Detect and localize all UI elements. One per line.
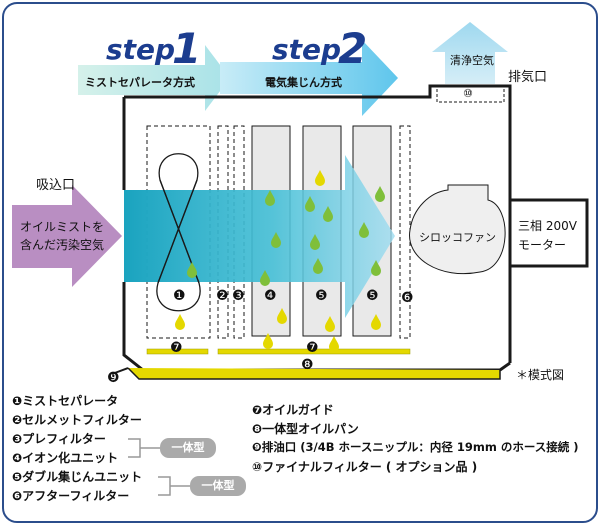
legend-item-6: ❻アフターフィルター xyxy=(12,487,129,504)
legend-marker: ❷ xyxy=(12,413,23,427)
marker-4: ❹ xyxy=(264,288,277,304)
clean-air-label: 清浄空気 xyxy=(450,54,494,67)
marker-7a: ❼ xyxy=(170,340,183,356)
legend-text: ダブル集じんユニット xyxy=(22,470,143,484)
marker-5a: ❺ xyxy=(315,288,328,304)
legend-text: イオン化ユニット xyxy=(22,451,119,465)
step1-number: 1 xyxy=(172,24,202,73)
legend-text: アフターフィルター xyxy=(22,489,130,503)
legend-marker: ⑩ xyxy=(252,460,263,474)
marker-10: ⑩ xyxy=(463,87,473,100)
legend-marker: ❹ xyxy=(12,451,23,465)
step1-method: ミストセパレータ方式 xyxy=(85,76,195,89)
legend-text: 一体型オイルパン xyxy=(262,422,359,436)
fan-label: シロッコファン xyxy=(419,231,496,244)
marker-1: ❶ xyxy=(173,288,186,304)
schematic-note: ＊模式図 xyxy=(516,368,565,382)
step2-number: 2 xyxy=(338,24,368,73)
legend-item-7: ❼オイルガイド xyxy=(252,401,334,418)
marker-5b: ❺ xyxy=(366,288,379,304)
inlet-arrow xyxy=(12,185,122,287)
legend-text: ファイナルフィルター ( オプション品 ) xyxy=(262,460,478,474)
marker-9: ❾ xyxy=(107,370,120,386)
oil-guide-2 xyxy=(217,348,411,355)
marker-3: ❸ xyxy=(232,288,245,304)
legend-item-1: ❶ミストセパレータ xyxy=(12,392,118,409)
marker-2: ❷ xyxy=(216,288,229,304)
oil-drop-icon xyxy=(175,170,385,352)
inlet-air-line1: オイルミストを xyxy=(20,220,105,234)
housing-corner xyxy=(499,361,511,372)
clean-air-arrow xyxy=(432,22,508,84)
legend-text: セルメットフィルター xyxy=(22,413,142,427)
legend-marker: ❶ xyxy=(12,394,23,408)
motor-box xyxy=(508,198,589,268)
group-badge-1: 一体型 xyxy=(160,438,216,458)
legend-marker: ❻ xyxy=(12,489,23,503)
legend-marker: ❾ xyxy=(252,440,262,454)
final-filter-box xyxy=(436,85,505,103)
drain-pipe xyxy=(111,367,129,375)
legend-text: ミストセパレータ xyxy=(22,394,119,408)
marker-8: ❽ xyxy=(301,357,314,373)
legend-item-10: ⑩ファイナルフィルター ( オプション品 ) xyxy=(252,458,477,475)
legend-marker: ❸ xyxy=(12,432,23,446)
legend-text: プレフィルター xyxy=(22,432,106,446)
marker-7b: ❼ xyxy=(306,340,319,356)
legend-marker: ❼ xyxy=(252,403,263,417)
motor-label-line2: モーター xyxy=(518,238,567,252)
step1-word: step xyxy=(106,33,176,66)
after-filter xyxy=(399,125,411,339)
legend-item-5: ❺ダブル集じんユニット xyxy=(12,468,142,485)
oil-pan xyxy=(127,367,501,380)
legend-item-9: ❾排油口 (3/4B ホースニップル：内径 19mm のホース接続 ) xyxy=(252,439,579,455)
step1-arrow xyxy=(78,45,230,111)
legend-text: 排油口 (3/4B ホースニップル：内径 19mm のホース接続 ) xyxy=(261,440,579,454)
legend-item-2: ❷セルメットフィルター xyxy=(12,411,142,428)
step2-method: 電気集じん方式 xyxy=(265,76,342,89)
legend-text: オイルガイド xyxy=(262,403,334,417)
legend-item-4: ❹イオン化ユニット xyxy=(12,449,118,466)
legend-item-8: ❽一体型オイルパン xyxy=(252,420,359,437)
housing-top xyxy=(124,84,512,102)
inlet-air-line2: 含んだ汚染空気 xyxy=(20,238,105,252)
legend-marker: ❺ xyxy=(12,470,23,484)
intake-label: 吸込口 xyxy=(36,178,76,193)
oil-guide-1 xyxy=(146,348,209,355)
motor-label-line1: 三相 200V xyxy=(518,219,577,233)
step2-arrow xyxy=(220,40,398,116)
marker-6: ❻ xyxy=(401,290,414,306)
legend-item-3: ❸プレフィルター xyxy=(12,430,106,447)
sirocco-fan-icon xyxy=(409,184,506,275)
group-badge-2: 一体型 xyxy=(190,476,246,496)
step2-word: step xyxy=(272,33,342,66)
legend-marker: ❽ xyxy=(252,422,263,436)
exhaust-label: 排気口 xyxy=(508,70,548,85)
